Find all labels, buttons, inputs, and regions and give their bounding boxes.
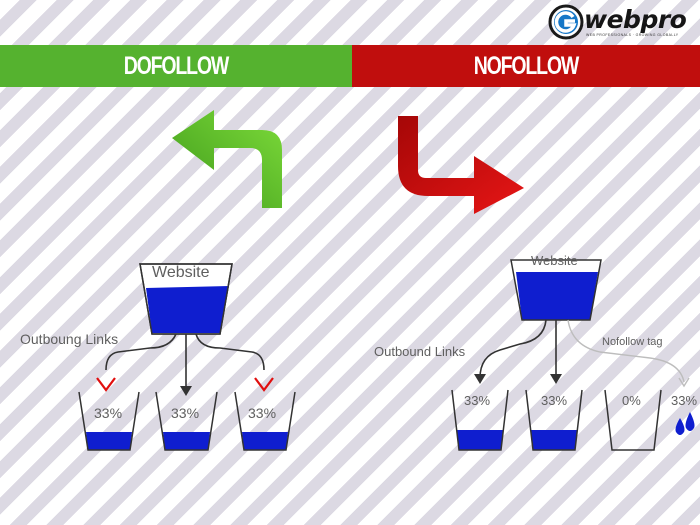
nofollow-cup-2-percent: 33% xyxy=(541,393,567,408)
nofollow-website-label: Website xyxy=(531,253,578,268)
dofollow-cups xyxy=(78,391,296,451)
nofollow-center-arrowhead-icon xyxy=(550,374,562,384)
nofollow-cup-3-percent: 0% xyxy=(622,393,641,408)
nofollow-cups xyxy=(451,389,662,451)
logo-tagline: WEB PROFESSIONALS · GROWING GLOBALLY xyxy=(586,33,679,37)
logo-wordmark: webpro xyxy=(584,5,687,34)
dofollow-red-arrowheads xyxy=(96,377,274,392)
spilled-water-drops-icon xyxy=(675,412,695,435)
dofollow-header: DOFOLLOW xyxy=(0,45,352,87)
nofollow-spilled-percent: 33% xyxy=(671,393,697,408)
nofollow-header: NOFOLLOW xyxy=(352,45,700,87)
nofollow-header-label: NOFOLLOW xyxy=(473,51,580,80)
dofollow-website-label: Website xyxy=(152,264,210,281)
cup-1-water xyxy=(86,432,132,450)
nofollow-flow-lines xyxy=(479,319,557,379)
cup-2 xyxy=(155,391,218,451)
cup-3 xyxy=(234,391,296,451)
nofollow-blocked-flow-line xyxy=(567,319,685,383)
nofollow-cup-2-water xyxy=(531,430,577,450)
cup-2-water xyxy=(163,432,210,450)
cup-3-water xyxy=(242,432,288,450)
nofollow-cup-1-percent: 33% xyxy=(464,393,490,408)
nofollow-links-label: Outbound Links xyxy=(374,344,466,359)
dofollow-center-arrowhead-icon xyxy=(180,386,192,396)
dofollow-cup-1-percent: 33% xyxy=(94,405,122,421)
dofollow-cup-3-percent: 33% xyxy=(248,405,276,421)
dofollow-cup-2-percent: 33% xyxy=(171,405,199,421)
nofollow-cup-2 xyxy=(525,389,583,451)
cup-1 xyxy=(78,391,140,451)
webpro-logo: webpro WEB PROFESSIONALS · GROWING GLOBA… xyxy=(548,4,698,40)
dofollow-header-label: DOFOLLOW xyxy=(123,51,230,80)
nofollow-cup-1-water xyxy=(457,430,503,450)
nofollow-cup-3-empty xyxy=(604,389,662,451)
nofollow-left-arrowhead-icon xyxy=(474,374,486,384)
nofollow-tag-label: Nofollow tag xyxy=(602,336,663,348)
dofollow-flow-lines xyxy=(105,333,265,392)
nofollow-cup-1 xyxy=(451,389,509,451)
green-turn-arrow-icon xyxy=(172,110,282,208)
nofollow-website-bucket xyxy=(510,259,602,321)
webpro-logo-icon xyxy=(548,4,584,40)
dofollow-links-label: Outboung Links xyxy=(20,331,118,347)
dofollow-website-bucket xyxy=(139,263,233,335)
nofollow-blocked-arrowhead-icon xyxy=(678,377,690,388)
red-turn-arrow-icon xyxy=(398,116,524,214)
